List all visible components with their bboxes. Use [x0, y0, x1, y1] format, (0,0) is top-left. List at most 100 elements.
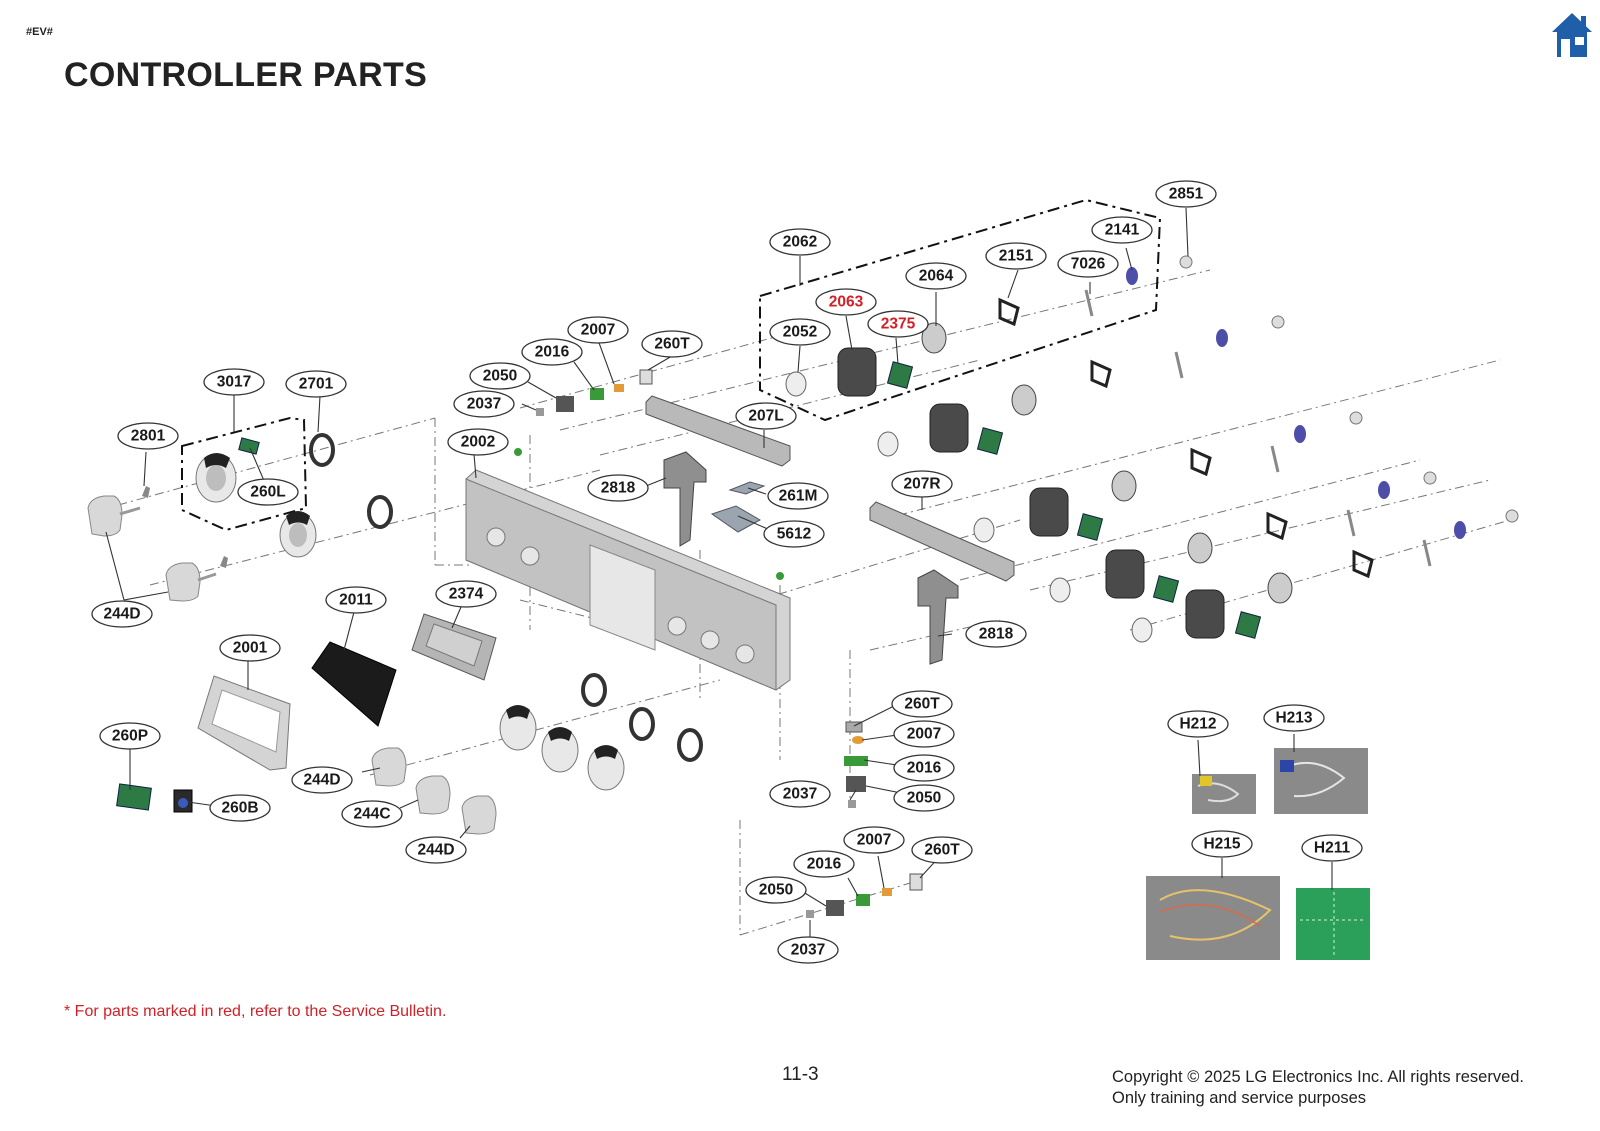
- page-title: CONTROLLER PARTS: [64, 56, 428, 94]
- screw: [514, 448, 522, 456]
- svg-text:2037: 2037: [467, 396, 501, 413]
- spring-clip: [220, 556, 228, 568]
- callout-2016-top: 2016: [521, 338, 583, 366]
- callout-244d-bottom-2: 244D: [405, 836, 467, 864]
- screw: [776, 572, 784, 580]
- harness-photo-h213: [1274, 748, 1368, 814]
- svg-text:207R: 207R: [903, 476, 940, 493]
- svg-text:244D: 244D: [103, 606, 140, 623]
- callout-2016-mid: 2016: [893, 754, 955, 782]
- callout-2063: 2063: [815, 288, 877, 316]
- callout-2050-mid: 2050: [893, 784, 955, 812]
- svg-text:244C: 244C: [353, 806, 390, 823]
- callout-2037-mid: 2037: [769, 780, 831, 808]
- callout-2818-lower: 2818: [965, 620, 1027, 648]
- callout-2011: 2011: [325, 586, 387, 614]
- bracket-2818-upper: [663, 451, 707, 547]
- callout-2050-bottom: 2050: [745, 876, 807, 904]
- svg-text:H213: H213: [1275, 710, 1312, 727]
- knob-bezel: [195, 453, 237, 503]
- svg-text:2050: 2050: [759, 882, 793, 899]
- callout-3017: 3017: [203, 368, 265, 396]
- trim-207r: [869, 501, 1015, 582]
- svg-text:260T: 260T: [904, 696, 940, 713]
- svg-text:2007: 2007: [857, 832, 891, 849]
- svg-text:2375: 2375: [881, 316, 916, 333]
- fuse-2007: [614, 384, 624, 392]
- trim-207l: [645, 395, 791, 467]
- callout-261m: 261M: [767, 482, 829, 510]
- callout-2016-bottom: 2016: [793, 850, 855, 878]
- display-glass-2011: [311, 641, 397, 727]
- callout-h212: H212: [1167, 710, 1229, 738]
- gasket-ring: [309, 433, 703, 762]
- page-number: 11-3: [782, 1064, 819, 1085]
- circuit-board: [238, 437, 260, 455]
- svg-text:2037: 2037: [783, 786, 817, 803]
- terminal-2016-b: [844, 756, 868, 766]
- bracket-2818-lower: [917, 569, 959, 665]
- svg-text:3017: 3017: [217, 374, 251, 391]
- bracket-2374: [411, 613, 497, 681]
- encoder-assembly-row-4: [1049, 471, 1437, 603]
- svg-text:260L: 260L: [250, 484, 285, 501]
- harness-photo-h211: [1296, 888, 1370, 960]
- svg-text:2016: 2016: [807, 856, 842, 873]
- control-panel-2002: [465, 469, 791, 691]
- callout-2374: 2374: [435, 580, 497, 608]
- callout-2701: 2701: [285, 370, 347, 398]
- knob-244d-bottom-2: [461, 795, 497, 835]
- connector-2037-b: [848, 800, 856, 808]
- harness-photo-h215: [1146, 876, 1280, 960]
- callout-2375: 2375: [867, 310, 929, 338]
- home-icon: [1552, 13, 1592, 57]
- callout-2052: 2052: [769, 318, 831, 346]
- svg-text:H211: H211: [1314, 840, 1351, 857]
- sensor-dot: [178, 798, 188, 808]
- encoder-assembly-row-2: [877, 315, 1285, 457]
- svg-text:261M: 261M: [779, 488, 818, 505]
- encoder-assembly-row-3: [973, 411, 1363, 543]
- encoder-assembly-row-5: [1131, 509, 1519, 643]
- callout-244d-bottom: 244D: [291, 766, 353, 794]
- group-2062-boundary: [759, 198, 1162, 422]
- callout-244c: 244C: [341, 800, 403, 828]
- display-frame-2001: [197, 675, 291, 771]
- service-bulletin-note: * For parts marked in red, refer to the …: [64, 1003, 447, 1020]
- svg-text:244D: 244D: [303, 772, 340, 789]
- svg-text:2052: 2052: [783, 324, 817, 341]
- callout-h211: H211: [1301, 834, 1363, 862]
- callout-2007-bottom: 2007: [843, 826, 905, 854]
- connector-2050-c: [826, 900, 844, 916]
- terminal-2016: [590, 388, 604, 400]
- home-button[interactable]: [1550, 10, 1594, 60]
- svg-text:207L: 207L: [748, 408, 783, 425]
- svg-text:5612: 5612: [777, 526, 811, 543]
- terminal-2016-c: [856, 894, 870, 906]
- svg-text:2151: 2151: [999, 248, 1034, 265]
- callout-2037-bottom: 2037: [777, 936, 839, 964]
- sensor-260t-c: [909, 873, 923, 891]
- svg-text:2801: 2801: [131, 428, 166, 445]
- connector-2050: [556, 396, 574, 412]
- svg-text:2001: 2001: [233, 640, 268, 657]
- callout-2851: 2851: [1155, 180, 1217, 208]
- assembly-guide-lines: [99, 269, 1511, 936]
- callout-260l: 260L: [237, 478, 299, 506]
- callout-207l: 207L: [735, 402, 797, 430]
- spring-clip: [142, 486, 150, 498]
- connector-2037: [536, 408, 544, 416]
- copyright-notice: Copyright © 2025 LG Electronics Inc. All…: [1112, 1067, 1524, 1109]
- svg-text:2037: 2037: [791, 942, 825, 959]
- svg-text:2818: 2818: [601, 480, 636, 497]
- svg-text:2016: 2016: [535, 344, 570, 361]
- svg-text:244D: 244D: [417, 842, 454, 859]
- fuse-2007-c: [882, 888, 892, 896]
- fuse-2007-b: [852, 736, 864, 744]
- sensor-260t-b: [845, 721, 863, 733]
- svg-text:H215: H215: [1203, 836, 1240, 853]
- callout-244d-left: 244D: [91, 600, 153, 628]
- callout-2001: 2001: [219, 634, 281, 662]
- svg-text:2141: 2141: [1105, 222, 1140, 239]
- callout-2151: 2151: [985, 242, 1047, 270]
